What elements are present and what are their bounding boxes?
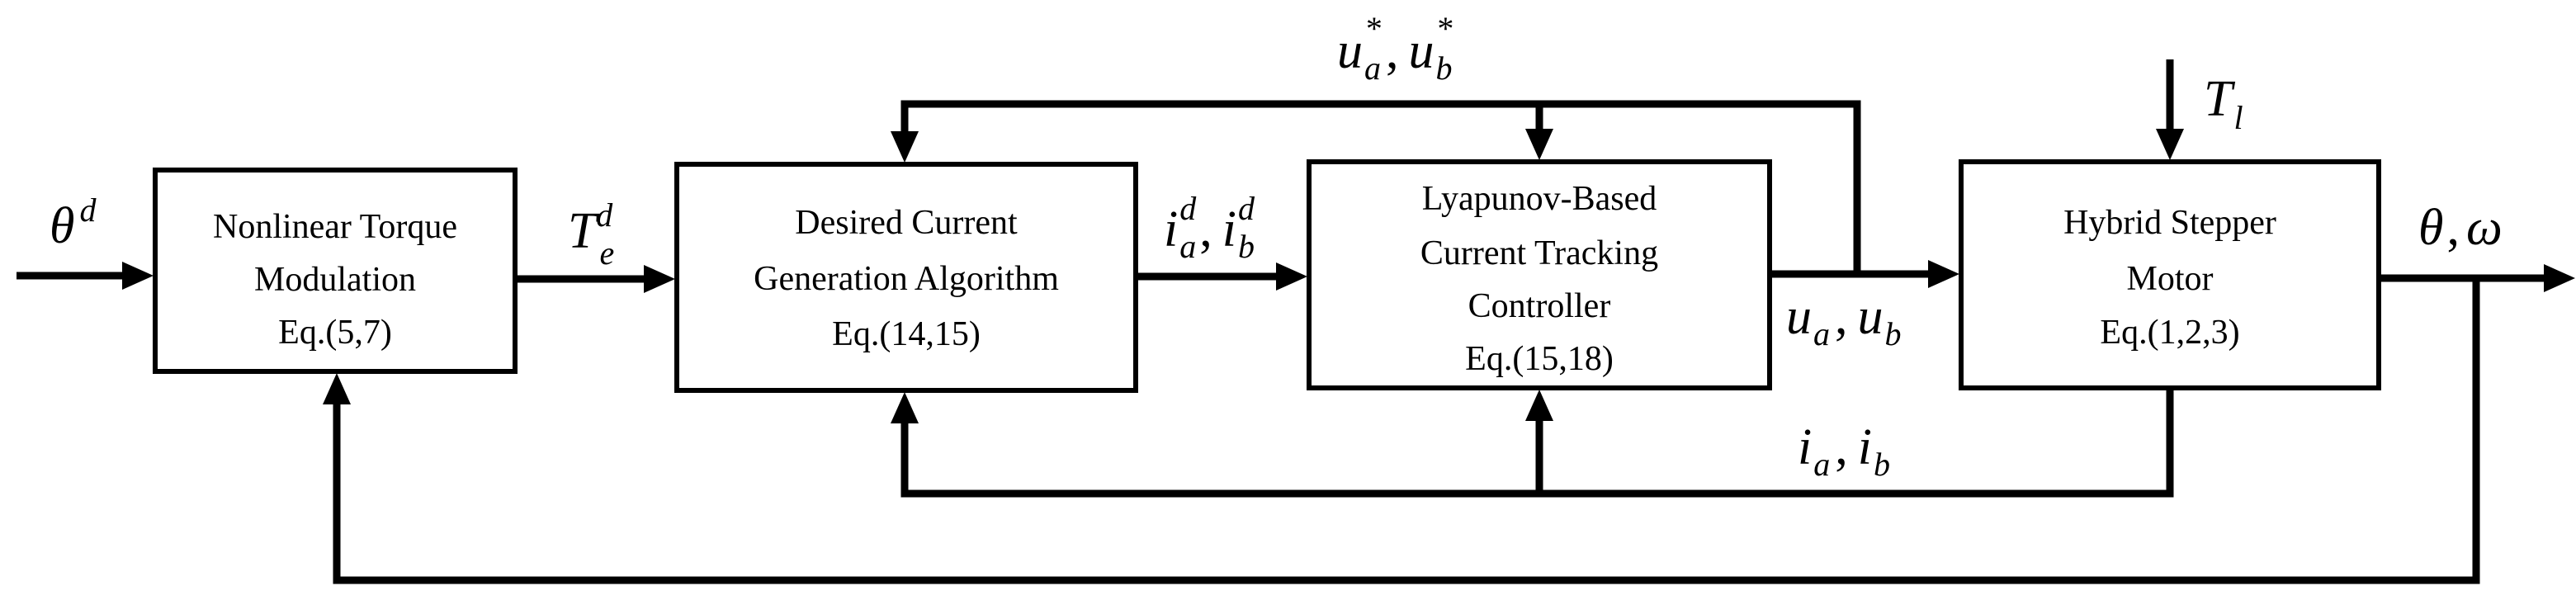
i-d-arrowhead xyxy=(1276,262,1307,291)
i-d-label: iad,ibd xyxy=(1164,190,1255,265)
torque-block-line1: Nonlinear Torque xyxy=(213,208,457,246)
torque-modulation-box xyxy=(153,168,518,374)
controller-line4: Eq.(15,18) xyxy=(1465,340,1614,378)
i-meas-label: ia,ib xyxy=(1798,419,1890,483)
output-arrowhead xyxy=(2544,264,2575,292)
motor-line3: Eq.(1,2,3) xyxy=(2100,314,2239,352)
u-star-to-generator-arrowhead xyxy=(891,131,919,163)
current-tracking-controller-block: Lyapunov-Based Current Tracking Controll… xyxy=(1307,159,1772,390)
position-feedback-wire xyxy=(333,278,2480,584)
u-star-feedback-wire xyxy=(900,100,1861,274)
torque-modulation-block: Nonlinear Torque Modulation Eq.(5,7) xyxy=(153,168,518,374)
load-torque-arrowhead xyxy=(2156,129,2184,160)
motor-line1: Hybrid Stepper xyxy=(2063,204,2276,242)
u-arrowhead xyxy=(1928,260,1959,288)
controller-line1: Lyapunov-Based xyxy=(1422,180,1657,218)
torque-block-line2: Modulation xyxy=(254,261,416,299)
u-star-to-controller-arrowhead xyxy=(1525,129,1553,160)
output-label: θ,ω xyxy=(2418,200,2503,256)
theta-d-arrowhead xyxy=(122,262,154,290)
stepper-motor-block: Hybrid Stepper Motor Eq.(1,2,3) xyxy=(1959,159,2381,390)
current-to-controller-arrowhead xyxy=(1525,390,1553,421)
controller-line2: Current Tracking xyxy=(1420,234,1658,272)
current-generation-block: Desired Current Generation Algorithm Eq.… xyxy=(674,162,1138,393)
te-d-arrowhead xyxy=(644,265,675,293)
current-generation-box xyxy=(674,162,1138,393)
load-torque-label: Tl xyxy=(2204,71,2243,136)
controller-line3: Controller xyxy=(1468,287,1611,325)
motor-line2: Motor xyxy=(2127,260,2214,298)
current-gen-line2: Generation Algorithm xyxy=(754,260,1059,298)
current-gen-line3: Eq.(14,15) xyxy=(832,315,981,353)
u-label: ua,ub xyxy=(1786,289,1902,352)
position-feedback-arrowhead xyxy=(323,373,351,404)
current-to-generator-arrowhead xyxy=(891,392,919,423)
current-gen-line1: Desired Current xyxy=(795,204,1018,242)
torque-block-line3: Eq.(5,7) xyxy=(278,314,392,352)
controller-box xyxy=(1307,159,1772,390)
u-star-label: ua*,ub* xyxy=(1337,10,1453,87)
